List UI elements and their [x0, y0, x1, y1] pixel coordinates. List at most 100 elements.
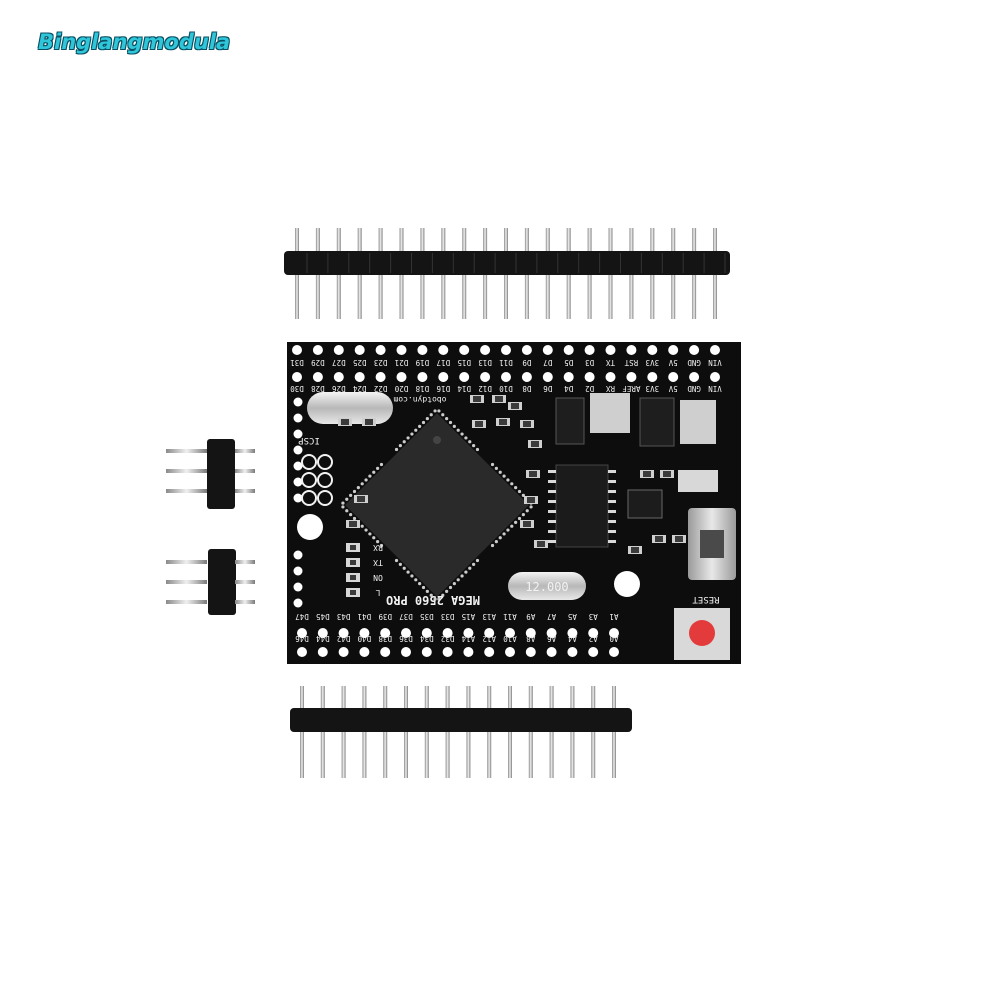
header-pin [629, 275, 634, 319]
pin-hole [442, 628, 453, 638]
header-pin [570, 732, 575, 778]
pin-label: D41 [358, 612, 372, 621]
pin-hole [292, 345, 302, 355]
pin-hole [609, 647, 619, 657]
header-pin [650, 228, 655, 251]
pin-hole [525, 647, 536, 657]
pin-label: D47 [295, 612, 309, 621]
pin-hole [710, 345, 720, 355]
pin-hole [605, 372, 616, 382]
pin-label: A9 [526, 612, 535, 621]
pin-hole [588, 647, 599, 657]
header-pin [420, 228, 425, 251]
pin-label: D36 [399, 634, 413, 643]
pin-label: D43 [337, 612, 351, 621]
pin-hole [542, 345, 553, 355]
header-pin [549, 732, 554, 778]
pin-holes [292, 345, 720, 657]
pin-hole [605, 345, 616, 355]
header-pin [166, 489, 207, 493]
pin-label: D7 [543, 358, 552, 367]
pin-hole [609, 628, 619, 638]
header-pin [612, 732, 616, 778]
header-pin [341, 732, 346, 778]
pin-hole [396, 345, 407, 355]
pin-hole [484, 647, 495, 657]
pin-hole [689, 372, 700, 382]
pin-hole [293, 493, 303, 503]
pin-label: D13 [478, 358, 492, 367]
header-pin [587, 228, 592, 251]
header-pin [235, 580, 255, 584]
header-pin [524, 228, 529, 251]
pin-hole [459, 345, 470, 355]
pin-label: A3 [589, 612, 598, 621]
header-pin [462, 228, 467, 251]
pin-hole [333, 372, 344, 382]
pin-label: A1 [609, 612, 618, 621]
pin-hole [401, 647, 411, 657]
pin-hole [333, 345, 344, 355]
header-pin [487, 686, 492, 708]
website-label: obotdyn.com [393, 395, 446, 404]
pin-hole [317, 647, 328, 657]
pin-label: A8 [526, 634, 536, 643]
header-pin [336, 228, 341, 251]
pin-hole [359, 628, 370, 638]
pcb-board: 12.000 RESET MEGA 2560 PRO obotdyn.com I… [287, 342, 741, 664]
pin-hole [293, 598, 303, 608]
pin-label: A15 [462, 612, 476, 621]
led-label: L [375, 588, 380, 597]
pin-hole [297, 647, 307, 657]
header-pin [570, 686, 575, 708]
mounting-hole [614, 571, 640, 597]
pin-label: D16 [436, 384, 450, 393]
pin-hole [647, 372, 658, 382]
pin-hole [380, 628, 391, 638]
smd-components [338, 395, 686, 554]
regulator-tab-2 [680, 400, 716, 444]
pin-hole [459, 372, 470, 382]
header-pin [235, 560, 255, 564]
header-pin [336, 275, 341, 319]
model-label: MEGA 2560 PRO [386, 593, 480, 607]
header-pin [341, 686, 346, 708]
header-pin [671, 275, 676, 319]
pin-label: A5 [568, 612, 577, 621]
header-pin [295, 228, 299, 251]
pin-hole [338, 628, 349, 638]
header-pin [445, 686, 450, 708]
header-pin [383, 732, 388, 778]
brand-watermark: Binglangmodula [38, 30, 231, 54]
pin-label: D3 [585, 358, 594, 367]
reset-button[interactable] [689, 620, 715, 646]
header-pin [357, 228, 362, 251]
header-pin [566, 275, 571, 319]
pin-hole [584, 372, 595, 382]
header-pin [420, 275, 425, 319]
header-pin [235, 469, 255, 473]
pin-label: A6 [547, 634, 557, 643]
header-pin [166, 580, 207, 584]
pin-hole [292, 372, 302, 382]
header-pin [166, 449, 207, 453]
pin-label: TX [606, 358, 616, 367]
pin-label: A11 [503, 612, 517, 621]
pin-label: D5 [564, 358, 573, 367]
header-pin [295, 275, 299, 319]
pin-hole [417, 372, 428, 382]
pin-hole [338, 647, 349, 657]
header-pin [650, 275, 655, 319]
pin-label: D46 [295, 634, 309, 643]
pin-hole [480, 345, 491, 355]
pin-label: D39 [378, 612, 392, 621]
header-pin [362, 686, 367, 708]
pin-label: 3V3 [646, 384, 660, 393]
pin-label: A14 [461, 634, 475, 643]
pin-hole [293, 445, 303, 455]
usb-opening [700, 530, 724, 558]
pin-hole [525, 628, 536, 638]
header-pin [320, 686, 325, 708]
pin-hole [626, 345, 637, 355]
pin-label: D34 [420, 634, 434, 643]
